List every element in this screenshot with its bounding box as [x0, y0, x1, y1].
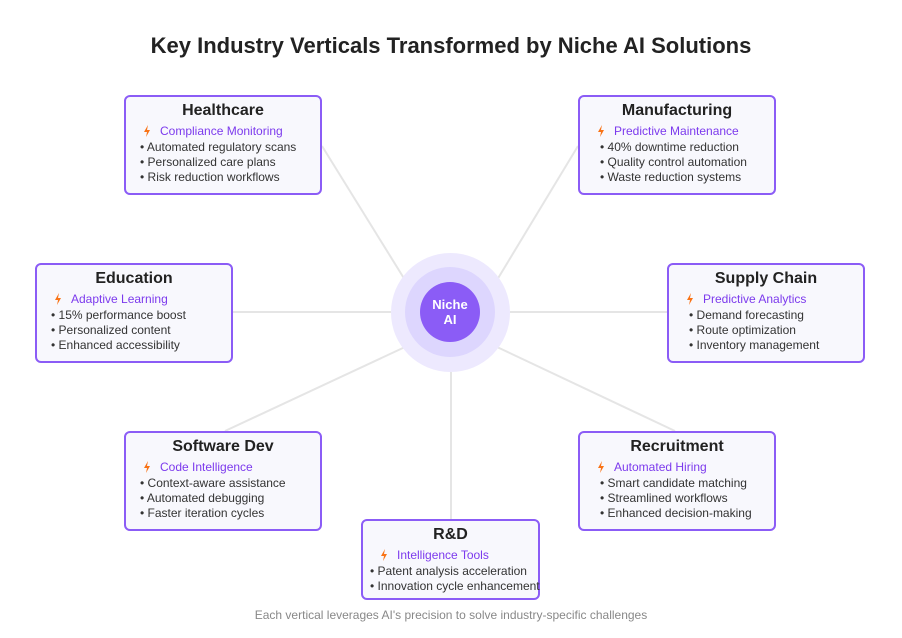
card-item: • Personalized care plans	[140, 155, 276, 169]
card-item: • Patent analysis acceleration	[370, 564, 527, 578]
card-item: • Waste reduction systems	[600, 170, 742, 184]
card-item-list: • Smart candidate matching• Streamlined …	[600, 476, 752, 521]
card-feature-label: Compliance Monitoring	[160, 124, 283, 138]
card-item-list: • 15% performance boost• Personalized co…	[51, 308, 186, 353]
card-rnd: R&D Intelligence Tools • Patent analysis a…	[361, 519, 540, 600]
card-title: Software Dev	[172, 438, 274, 455]
diagram-title: Key Industry Verticals Transformed by Ni…	[150, 33, 752, 58]
card-item: • Streamlined workflows	[600, 491, 728, 505]
card-item: • Context-aware assistance	[140, 476, 286, 490]
card-item: • 15% performance boost	[51, 308, 186, 322]
card-feature: Compliance Monitoring	[143, 124, 283, 138]
card-title: Manufacturing	[621, 102, 733, 119]
card-item: • Inventory management	[689, 338, 820, 352]
card-item: • 40% downtime reduction	[600, 140, 739, 154]
card-feature-label: Predictive Maintenance	[614, 124, 739, 138]
card-feature-label: Code Intelligence	[160, 460, 253, 474]
hub-node: Niche AI	[420, 282, 480, 342]
card-item-list: • Demand forecasting• Route optimization…	[689, 308, 819, 353]
card-title: Supply Chain	[714, 270, 818, 287]
card-feature-label: Adaptive Learning	[71, 292, 168, 306]
lightning-bolt-icon	[598, 125, 604, 137]
card-feature: Intelligence Tools	[380, 548, 489, 562]
card-item: • Enhanced decision-making	[600, 506, 752, 520]
connector-software-dev	[224, 346, 406, 432]
card-feature-label: Intelligence Tools	[397, 548, 489, 562]
card-feature-label: Automated Hiring	[614, 460, 707, 474]
card-title: R&D	[433, 526, 468, 543]
card-feature: Automated Hiring	[597, 460, 707, 474]
card-item-list: • Automated regulatory scans• Personaliz…	[140, 140, 296, 185]
card-item-list: • Context-aware assistance• Automated de…	[140, 476, 286, 521]
card-feature: Code Intelligence	[143, 460, 253, 474]
connector-healthcare	[321, 145, 406, 281]
card-item-list: • Patent analysis acceleration• Innovati…	[370, 564, 540, 594]
card-title: Healthcare	[182, 102, 264, 119]
connector-manufacturing	[496, 145, 579, 281]
lightning-bolt-icon	[55, 293, 61, 305]
lightning-bolt-icon	[381, 549, 387, 561]
lightning-bolt-icon	[144, 125, 150, 137]
lightning-bolt-icon	[598, 461, 604, 473]
card-item: • Demand forecasting	[689, 308, 804, 322]
card-item: • Route optimization	[689, 323, 796, 337]
lightning-bolt-icon	[144, 461, 150, 473]
card-title: Education	[95, 270, 173, 287]
card-item: • Automated regulatory scans	[140, 140, 297, 154]
card-item: • Automated debugging	[140, 491, 265, 505]
card-item: • Innovation cycle enhancement	[370, 579, 540, 593]
hub-label: Niche AI	[432, 297, 468, 327]
footer-caption: Each vertical leverages AI's precision t…	[254, 608, 648, 622]
card-item: • Risk reduction workflows	[140, 170, 280, 184]
card-item-list: • 40% downtime reduction• Quality contro…	[600, 140, 747, 185]
card-feature: Adaptive Learning	[54, 292, 168, 306]
card-item: • Enhanced accessibility	[51, 338, 180, 352]
card-feature: Predictive Analytics	[686, 292, 806, 306]
card-title: Recruitment	[630, 438, 724, 455]
card-item: • Faster iteration cycles	[140, 506, 265, 520]
card-feature-label: Predictive Analytics	[703, 292, 807, 306]
card-item: • Smart candidate matching	[600, 476, 747, 490]
card-feature: Predictive Maintenance	[597, 124, 739, 138]
card-item: • Quality control automation	[600, 155, 747, 169]
lightning-bolt-icon	[687, 293, 693, 305]
card-item: • Personalized content	[51, 323, 171, 337]
connector-recruitment	[496, 346, 676, 432]
